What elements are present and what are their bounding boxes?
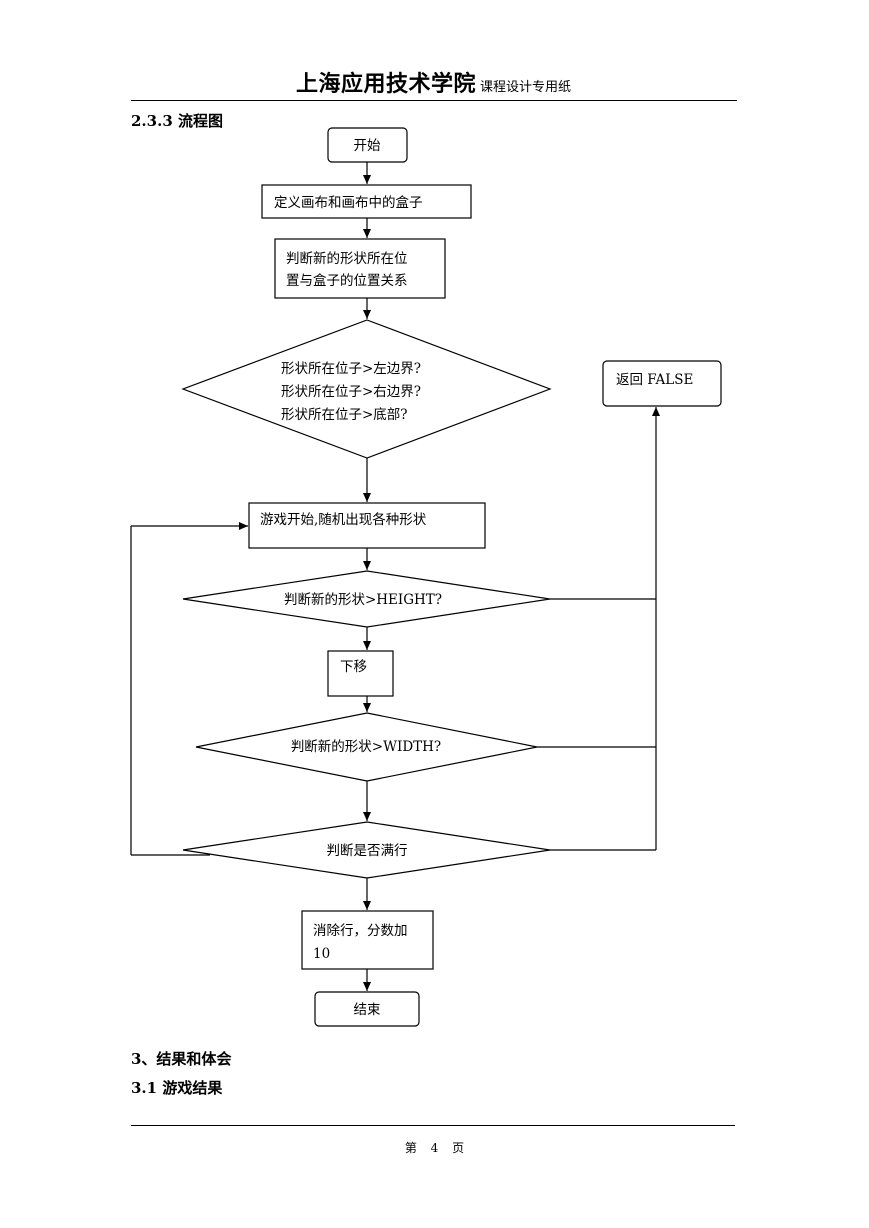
return-false-node bbox=[602, 360, 722, 407]
judge-position-label-1: 判断新的形状所在位 bbox=[286, 251, 408, 267]
end-node bbox=[314, 991, 420, 1027]
height-check-label: 判断新的形状>HEIGHT? bbox=[284, 592, 442, 608]
full-row-check-label: 判断是否满行 bbox=[327, 843, 408, 859]
clear-row-label-1: 消除行，分数加 bbox=[313, 923, 408, 939]
page-number: 第 4 页 bbox=[404, 1141, 465, 1155]
width-check-label: 判断新的形状>WIDTH? bbox=[291, 739, 441, 755]
bounds-check-label-2: 形状所在位子>右边界? bbox=[281, 384, 421, 400]
move-down-label: 下移 bbox=[340, 659, 367, 675]
header-rule bbox=[131, 100, 737, 101]
return-false-label: 返回 FALSE bbox=[616, 372, 693, 388]
judge-position-label-2: 置与盒子的位置关系 bbox=[286, 272, 408, 289]
section-results-heading: 3、结果和体会 bbox=[131, 1050, 232, 1068]
section-flowchart-heading: 2.3.3 流程图 bbox=[131, 112, 223, 130]
clear-row-label-2: 10 bbox=[313, 946, 330, 962]
footer-rule bbox=[131, 1125, 735, 1126]
define-label: 定义画布和画布中的盒子 bbox=[274, 194, 423, 211]
move-down-node bbox=[327, 650, 394, 697]
end-label: 结束 bbox=[354, 1002, 381, 1018]
game-start-label: 游戏开始,随机出现各种形状 bbox=[260, 512, 427, 528]
school-name: 上海应用技术学院 bbox=[296, 72, 477, 97]
paper-subtitle: 课程设计专用纸 bbox=[480, 80, 572, 95]
bounds-check-label-1: 形状所在位子>左边界? bbox=[281, 361, 421, 377]
start-label: 开始 bbox=[354, 138, 381, 154]
judge-position-node bbox=[274, 238, 446, 299]
section-game-results-heading: 3.1 游戏结果 bbox=[131, 1079, 223, 1097]
bounds-check-label-3: 形状所在位子>底部? bbox=[281, 407, 408, 423]
